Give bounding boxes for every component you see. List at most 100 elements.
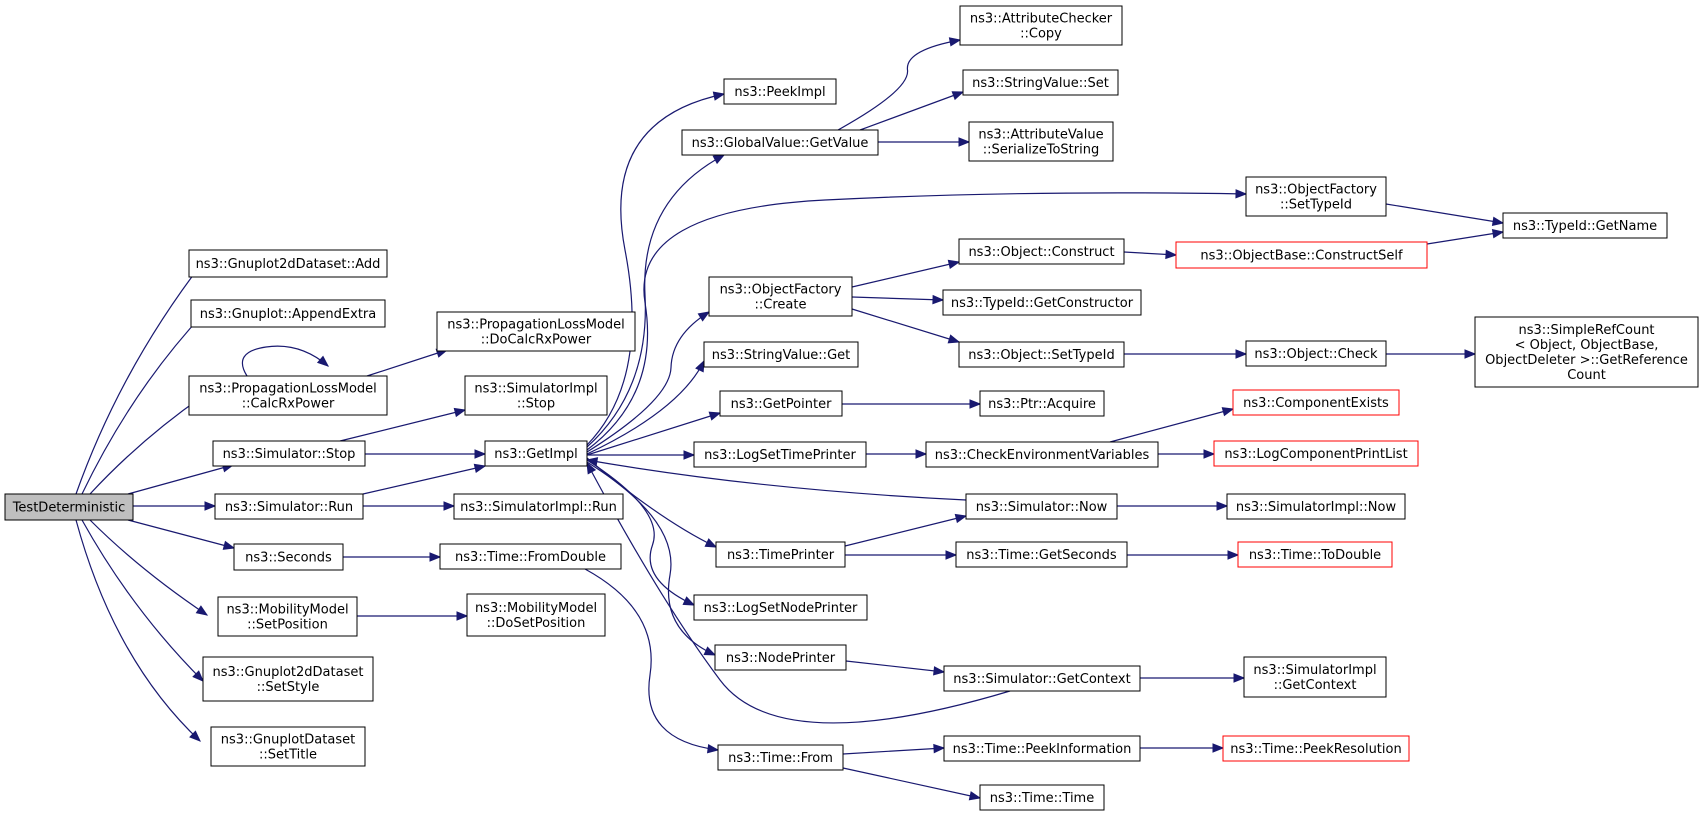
- node-objCheck[interactable]: ns3::Object::Check: [1245, 340, 1387, 367]
- node-ptrAcquire[interactable]: ns3::Ptr::Acquire: [979, 390, 1105, 417]
- node-label: ns3::Simulator::Now: [976, 500, 1108, 515]
- node-gp2dStyle[interactable]: ns3::Gnuplot2dDataset::SetStyle: [202, 656, 374, 702]
- arrowhead: [456, 611, 469, 621]
- node-timePeekInfo[interactable]: ns3::Time::PeekInformation: [943, 735, 1141, 762]
- edge-line: [241, 345, 329, 377]
- edge-line: [851, 296, 944, 301]
- node-box: [1243, 656, 1387, 698]
- node-label: ::SerializeToString: [983, 143, 1099, 158]
- node-simImplGetCtx[interactable]: ns3::SimulatorImpl::GetContext: [1243, 656, 1387, 698]
- edge-logSetTime-to-checkEnv: [866, 449, 928, 459]
- node-label: ns3::PeekImpl: [734, 85, 825, 100]
- node-getImpl[interactable]: ns3::GetImpl: [484, 440, 588, 467]
- node-seconds[interactable]: ns3::Seconds: [233, 543, 344, 571]
- node-simGetContext[interactable]: ns3::Simulator::GetContext: [943, 665, 1141, 692]
- edge-line: [586, 360, 705, 455]
- node-obConstructSelf[interactable]: ns3::ObjectBase::ConstructSelf: [1175, 241, 1428, 269]
- node-nodePrinter[interactable]: ns3::NodePrinter: [714, 644, 847, 671]
- node-simImplNow[interactable]: ns3::SimulatorImpl::Now: [1226, 493, 1406, 520]
- node-box: [1474, 316, 1699, 388]
- node-peekImpl[interactable]: ns3::PeekImpl: [723, 78, 837, 105]
- node-timePrinter[interactable]: ns3::TimePrinter: [715, 541, 846, 568]
- node-label: ns3::Seconds: [245, 551, 332, 566]
- node-simStop[interactable]: ns3::Simulator::Stop: [212, 440, 366, 467]
- node-label: ns3::SimulatorImpl::Run: [460, 500, 617, 515]
- edge-getImpl-to-peekImpl: [586, 91, 726, 446]
- node-plmCalc[interactable]: ns3::PropagationLossModel::CalcRxPower: [188, 375, 388, 416]
- node-box: [965, 493, 1118, 520]
- node-logCompPrint[interactable]: ns3::LogComponentPrintList: [1213, 440, 1419, 467]
- node-box: [1222, 735, 1410, 762]
- node-timePeekRes[interactable]: ns3::Time::PeekResolution: [1222, 735, 1410, 762]
- node-timeFrom[interactable]: ns3::Time::From: [717, 744, 844, 771]
- node-label: ::GetContext: [1274, 678, 1357, 693]
- edge-line: [586, 311, 710, 453]
- node-box: [210, 726, 366, 767]
- node-gpdTitle[interactable]: ns3::GnuplotDataset::SetTitle: [210, 726, 366, 767]
- edge-root-to-gpdTitle: [75, 519, 201, 742]
- edge-line: [584, 568, 719, 751]
- edge-line: [1109, 408, 1234, 443]
- node-acCopy[interactable]: ns3::AttributeChecker::Copy: [959, 5, 1123, 46]
- node-root[interactable]: TestDeterministic: [4, 493, 134, 521]
- node-label: ns3::Time::PeekInformation: [953, 742, 1132, 757]
- node-compExists[interactable]: ns3::ComponentExists: [1232, 389, 1400, 416]
- node-srcGetRef[interactable]: ns3::SimpleRefCount< Object, ObjectBase,…: [1474, 316, 1699, 388]
- node-timeGetSeconds[interactable]: ns3::Time::GetSeconds: [955, 541, 1128, 568]
- arrowhead: [1491, 228, 1505, 239]
- node-label: ns3::Simulator::GetContext: [953, 672, 1130, 687]
- node-mmDoSetPos[interactable]: ns3::MobilityModel::DoSetPosition: [466, 593, 606, 637]
- node-label: Count: [1567, 368, 1606, 383]
- node-tidGetCtor[interactable]: ns3::TypeId::GetConstructor: [942, 289, 1142, 316]
- node-label: ns3::LogComponentPrintList: [1224, 447, 1407, 462]
- node-box: [958, 341, 1125, 368]
- node-logSetNode[interactable]: ns3::LogSetNodePrinter: [693, 594, 868, 621]
- node-box: [453, 493, 624, 520]
- node-gpAppend[interactable]: ns3::Gnuplot::AppendExtra: [190, 299, 386, 328]
- node-objConstruct[interactable]: ns3::Object::Construct: [958, 238, 1125, 265]
- edge-objCheck-to-srcGetRef: [1386, 349, 1477, 359]
- edge-getImpl-to-nodePrinter: [586, 461, 717, 656]
- node-timeFromDouble[interactable]: ns3::Time::FromDouble: [439, 543, 622, 570]
- node-ofCreate[interactable]: ns3::ObjectFactory::Create: [708, 276, 853, 317]
- node-simNow[interactable]: ns3::Simulator::Now: [965, 493, 1118, 520]
- node-timeTime[interactable]: ns3::Time::Time: [979, 784, 1105, 811]
- node-svGet[interactable]: ns3::StringValue::Get: [703, 341, 859, 368]
- node-checkEnv[interactable]: ns3::CheckEnvironmentVariables: [925, 441, 1159, 468]
- node-simImplRun[interactable]: ns3::SimulatorImpl::Run: [453, 493, 624, 520]
- node-simRun[interactable]: ns3::Simulator::Run: [214, 493, 364, 520]
- arrowhead: [951, 91, 965, 101]
- node-label: ns3::Simulator::Run: [225, 500, 353, 515]
- node-label: < Object, ObjectBase,: [1515, 338, 1659, 353]
- node-simImplStop[interactable]: ns3::SimulatorImpl::Stop: [464, 375, 608, 416]
- node-label: ns3::ObjectFactory: [720, 283, 842, 298]
- node-label: ns3::MobilityModel: [226, 603, 348, 618]
- edge-root-to-seconds: [127, 519, 236, 550]
- edge-root-to-gp2dAdd: [75, 260, 204, 495]
- node-label: ::SetPosition: [247, 618, 328, 633]
- node-avSerialize[interactable]: ns3::AttributeValue::SerializeToString: [968, 121, 1114, 162]
- arrowhead: [473, 463, 487, 473]
- node-objSetTypeId[interactable]: ns3::Object::SetTypeId: [958, 341, 1125, 368]
- arrowhead: [453, 407, 467, 418]
- node-tidGetName[interactable]: ns3::TypeId::GetName: [1502, 212, 1668, 239]
- node-ofSetTypeId[interactable]: ns3::ObjectFactory::SetTypeId: [1245, 176, 1387, 217]
- node-timeToDouble[interactable]: ns3::Time::ToDouble: [1237, 541, 1393, 568]
- node-label: ns3::Object::Construct: [968, 245, 1114, 260]
- node-box: [703, 341, 859, 368]
- node-logSetTime[interactable]: ns3::LogSetTimePrinter: [693, 441, 867, 468]
- node-getPointer[interactable]: ns3::GetPointer: [719, 390, 843, 417]
- node-gvGetValue[interactable]: ns3::GlobalValue::GetValue: [681, 129, 879, 156]
- node-svSet[interactable]: ns3::StringValue::Set: [962, 69, 1119, 96]
- node-label: ns3::SimulatorImpl::Now: [1236, 500, 1397, 515]
- edge-obConstructSelf-to-tidGetName: [1426, 228, 1505, 245]
- node-gp2dAdd[interactable]: ns3::Gnuplot2dDataset::Add: [188, 249, 388, 278]
- node-mmSetPos[interactable]: ns3::MobilityModel::SetPosition: [217, 596, 358, 637]
- node-label: ns3::AttributeChecker: [970, 12, 1113, 27]
- edge-timePrinter-to-timeGetSeconds: [845, 550, 958, 560]
- edge-timeGetSeconds-to-timeToDouble: [1127, 550, 1240, 560]
- arrowhead: [474, 449, 487, 459]
- node-box: [436, 311, 636, 352]
- node-label: ns3::CheckEnvironmentVariables: [935, 448, 1150, 463]
- node-plmDoCalc[interactable]: ns3::PropagationLossModel::DoCalcRxPower: [436, 311, 636, 352]
